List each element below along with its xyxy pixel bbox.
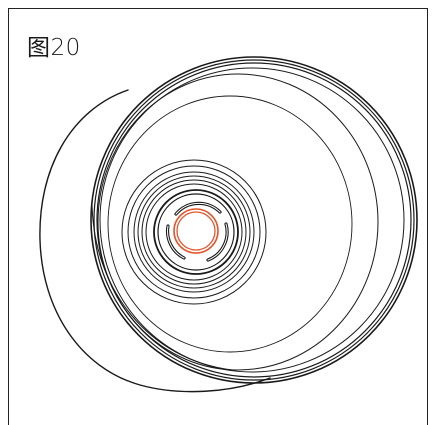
clip-segment-top-inner: [175, 202, 221, 215]
bore-highlight-inner: [176, 211, 216, 251]
bore-highlight-outer: [173, 208, 219, 254]
hub-ring-2: [127, 165, 261, 299]
dish-contour-1: [97, 73, 379, 371]
outer-rim-2: [93, 59, 415, 381]
bearing-ring-2: [157, 193, 235, 271]
bearing-ring-1: [153, 189, 239, 275]
hub-ring-4: [137, 175, 251, 289]
back-rim-outline: [39, 89, 271, 393]
hub-ring-1: [121, 159, 267, 305]
outer-rim-3: [96, 62, 412, 378]
hub-ring-3: [133, 171, 255, 293]
hub-ring-6: [145, 183, 243, 281]
outer-rim-4: [99, 67, 405, 373]
lower-rim-arc: [91, 199, 233, 371]
clip-segment-left-inner: [167, 225, 185, 259]
hub-ring-5: [141, 179, 247, 285]
figure-frame: [8, 8, 428, 425]
clip-segment-right-inner: [207, 223, 228, 261]
dish-contour-2: [107, 95, 353, 353]
figure-label: 图20: [27, 35, 81, 61]
outer-rim-1: [90, 56, 418, 384]
